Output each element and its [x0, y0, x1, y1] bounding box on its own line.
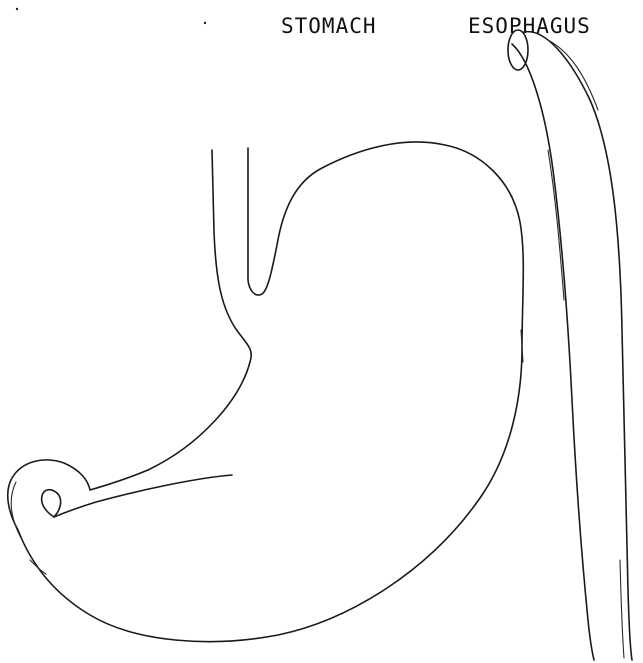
esophagus-drawing	[508, 30, 632, 660]
stomach-pylorus-outer-edge	[11, 482, 22, 540]
esophagus-left-wall-inner	[548, 150, 564, 300]
stomach-pylorus-edge-mark	[30, 560, 46, 574]
stomach-lesser-curvature	[8, 142, 524, 642]
scan-speck	[16, 8, 18, 10]
esophagus-left-wall	[512, 44, 594, 660]
scan-speck	[204, 22, 206, 24]
esophagus-right-wall	[524, 32, 632, 660]
stomach-pyloric-fold	[54, 475, 232, 517]
esophagus-right-wall-bottom	[620, 560, 624, 658]
stomach-drawing	[8, 142, 524, 642]
stomach-pylorus-loop	[42, 490, 61, 517]
